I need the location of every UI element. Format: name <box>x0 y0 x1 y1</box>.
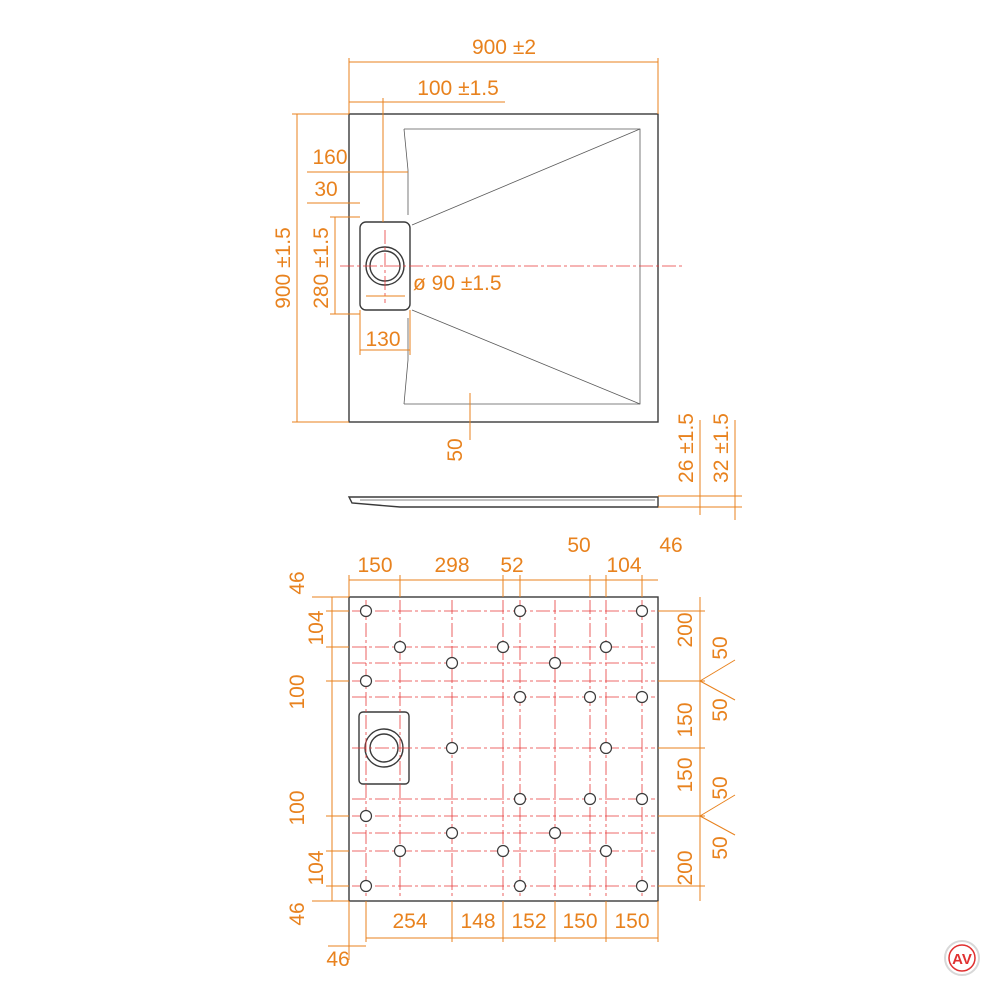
support-foot <box>513 604 527 618</box>
right-dim-label-5: 150 <box>674 757 697 792</box>
right-dim-label-4: 150 <box>674 702 697 737</box>
bottom-dim-label-3: 152 <box>511 910 546 933</box>
tray-profile <box>347 496 659 508</box>
support-foot <box>635 604 649 618</box>
drain-diameter-label: ø 90 ±1.5 <box>413 272 502 295</box>
logo-text: AV <box>952 951 972 968</box>
top-dim-label-6: 46 <box>659 534 682 557</box>
support-foot <box>513 792 527 806</box>
top-dim-label-1: 150 <box>357 554 392 577</box>
support-foot <box>513 879 527 893</box>
drain-width-label: 130 <box>365 328 400 351</box>
brand-logo: AV <box>944 940 980 976</box>
left-dim-label-5: 104 <box>305 850 328 885</box>
depth-label: 900 ±1.5 <box>272 227 295 309</box>
support-foot <box>393 844 407 858</box>
left-dim-label-6: 46 <box>286 902 309 925</box>
support-foot <box>635 879 649 893</box>
top-dim-label-5: 104 <box>606 554 641 577</box>
support-foot <box>359 674 373 688</box>
support-foot <box>445 656 459 670</box>
right-dim-label-8: 200 <box>674 850 697 885</box>
width-label: 900 ±2 <box>472 36 536 59</box>
left-dim-label-2: 104 <box>305 610 328 645</box>
support-foot <box>513 690 527 704</box>
drain-height-label: 280 ±1.5 <box>310 227 333 309</box>
bottom-dim-label-2: 148 <box>460 910 495 933</box>
bottom-dim-label-5: 150 <box>614 910 649 933</box>
right-dim-label-7: 50 <box>709 836 732 859</box>
left-dim-label-1: 46 <box>286 571 309 594</box>
support-foot <box>583 690 597 704</box>
support-foot <box>359 809 373 823</box>
support-foot <box>548 656 562 670</box>
support-foot <box>496 640 510 654</box>
top-dim-label-3: 52 <box>500 554 523 577</box>
logo-inner-ring <box>948 944 976 972</box>
bottom-dim-label-4: 150 <box>562 910 597 933</box>
support-foot <box>445 826 459 840</box>
edge-offset-label: 100 ±1.5 <box>417 77 499 100</box>
support-foot <box>635 690 649 704</box>
basin-left-edge <box>403 128 409 405</box>
height-32-label: 32 ±1.5 <box>710 413 733 483</box>
tray-outline <box>348 113 659 423</box>
logo-ring <box>944 940 980 976</box>
support-foot <box>445 741 459 755</box>
bottom-dim-label-1: 254 <box>392 910 427 933</box>
support-feet <box>359 604 649 893</box>
support-foot <box>393 640 407 654</box>
right-dim-label-3: 50 <box>709 698 732 721</box>
slope-lines <box>411 128 641 405</box>
support-foot <box>359 879 373 893</box>
support-foot <box>599 741 613 755</box>
right-dim-label-1: 200 <box>674 612 697 647</box>
support-foot <box>599 640 613 654</box>
bottom-view: 150 298 52 50 104 46 254 148 152 150 150… <box>286 534 736 971</box>
offset-160-label: 160 <box>312 146 347 169</box>
support-foot <box>496 844 510 858</box>
side-view: 26 ±1.5 32 ±1.5 <box>347 413 742 520</box>
support-foot <box>359 604 373 618</box>
support-foot <box>599 844 613 858</box>
support-foot <box>583 792 597 806</box>
height-26-label: 26 ±1.5 <box>675 413 698 483</box>
left-dim-label-4: 100 <box>286 790 309 825</box>
basin-outline <box>404 128 641 405</box>
top-view: 900 ±2 100 ±1.5 900 ±1.5 160 30 280 ±1.5… <box>272 36 685 462</box>
support-foot <box>635 792 649 806</box>
top-dim-label-2: 298 <box>434 554 469 577</box>
support-foot <box>548 826 562 840</box>
left-dim-label-3: 100 <box>286 674 309 709</box>
bottom-left-dim-label: 46 <box>326 948 349 971</box>
top-dim-label-4: 50 <box>567 534 590 557</box>
margin-50-label: 50 <box>444 438 467 461</box>
right-dim-label-6: 50 <box>709 776 732 799</box>
offset-30-label: 30 <box>314 178 337 201</box>
right-dim-label-2: 50 <box>709 636 732 659</box>
